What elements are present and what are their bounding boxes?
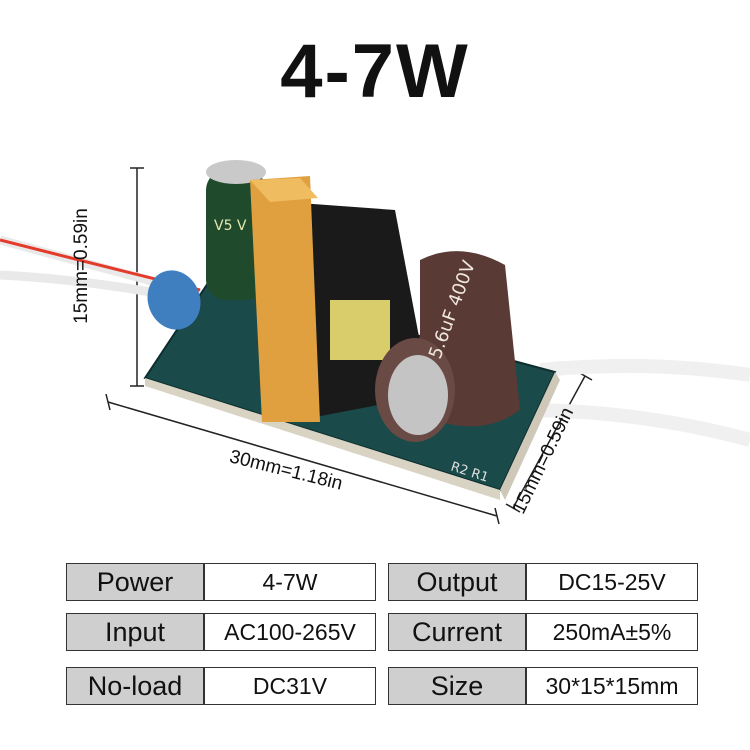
spec-value-input: AC100-265V: [204, 613, 376, 651]
spec-label-current: Current: [388, 613, 526, 651]
large-capacitor: 5.6uF 400V: [375, 251, 520, 442]
spec-label-output: Output: [388, 563, 526, 601]
product-title: 4-7W: [280, 29, 470, 114]
spec-label-power: Power: [66, 563, 204, 601]
small-capacitor: V5 V: [206, 160, 266, 300]
spec-value-noload: DC31V: [204, 667, 376, 705]
product-photo: V5 V 5.6uF 400V R2 R1: [0, 160, 750, 525]
spec-label-size: Size: [388, 667, 526, 705]
spec-label-noload: No-load: [66, 667, 204, 705]
spec-value-current: 250mA±5%: [526, 613, 698, 651]
spec-value-power: 4-7W: [204, 563, 376, 601]
spec-value-output: DC15-25V: [526, 563, 698, 601]
spec-label-input: Input: [66, 613, 204, 651]
y-capacitor: [147, 270, 201, 330]
dimension-height-label: 15mm=0.59in: [70, 208, 92, 324]
small-cap-mark: V5 V: [214, 218, 247, 234]
spec-value-size: 30*15*15mm: [526, 667, 698, 705]
